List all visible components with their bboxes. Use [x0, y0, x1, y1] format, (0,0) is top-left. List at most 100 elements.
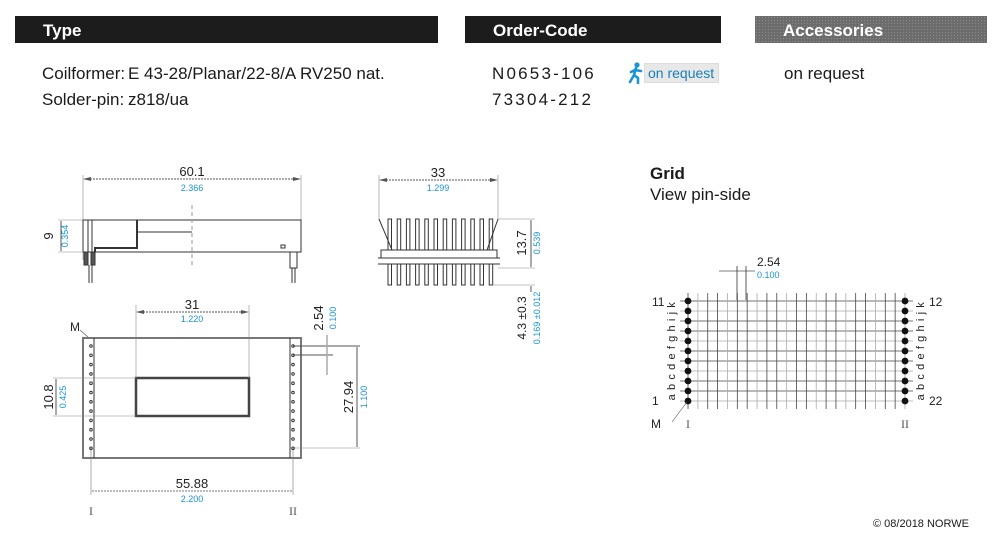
- fin-bottom: [461, 263, 466, 286]
- grid-pin-right: [901, 347, 909, 355]
- solderpin-label: Solder-pin:: [42, 90, 125, 109]
- fin-bottom: [433, 263, 438, 286]
- availability-badge[interactable]: on request: [628, 62, 720, 84]
- copyright: © 08/2018 NORWE: [873, 518, 969, 530]
- fin-top: [451, 218, 457, 251]
- grid-right-top-pin: 12: [929, 295, 943, 309]
- pin-span-in: 2.200: [181, 494, 204, 504]
- pin-span-mm: 55.88: [176, 476, 209, 491]
- grid-pin-right: [901, 307, 909, 315]
- fin-top: [461, 218, 466, 251]
- pin-hole-right: [291, 437, 295, 441]
- top-pitch-in: 0.100: [328, 307, 338, 330]
- pin-hole-right: [291, 409, 295, 413]
- pin-hole-right: [291, 390, 295, 395]
- order-code-header: Order-Code: [465, 16, 721, 43]
- fin-bottom: [424, 263, 429, 286]
- fin-bottom: [387, 263, 392, 286]
- grid-pin-left: [684, 397, 692, 405]
- coilformer-value: E 43-28/Planar/22-8/A RV250 nat.: [128, 64, 385, 83]
- end-width-in: 1.299: [427, 183, 450, 193]
- top-marker: M: [70, 320, 80, 334]
- grid-marker: M: [651, 417, 661, 431]
- grid-left-bottom-pin: 1: [652, 394, 659, 408]
- availability-label: on request: [644, 63, 720, 83]
- pin-hole-right: [291, 353, 295, 358]
- pin-hole-left: [89, 381, 93, 386]
- fin-bottom: [396, 263, 402, 286]
- fin-top: [396, 218, 402, 251]
- pin-hole-left: [89, 437, 93, 441]
- type-header: Type: [15, 16, 438, 43]
- fin-top: [405, 218, 411, 251]
- pin-hole-right: [291, 344, 295, 348]
- pin-hole-right: [291, 372, 295, 376]
- top-side-label-2: II: [289, 504, 297, 518]
- end-view: [378, 175, 535, 292]
- grid-subtitle: View pin-side: [650, 185, 751, 204]
- row-span-mm: 27.94: [341, 381, 356, 414]
- fin-bottom: [405, 263, 411, 286]
- grid-pin-right: [901, 397, 909, 405]
- fin-top: [415, 218, 420, 251]
- pin-hole-left: [89, 390, 93, 395]
- pin-hole-left: [89, 362, 93, 367]
- grid-pin-left: [684, 387, 692, 395]
- order-code-1: N0653-106: [492, 64, 596, 83]
- grid-pin-left: [684, 357, 692, 365]
- grid-pin-left: [684, 327, 692, 335]
- grid-right-bottom-pin: 22: [929, 394, 943, 408]
- fin-bottom: [470, 263, 475, 286]
- fin-bottom: [442, 263, 448, 286]
- pin-hole-right: [291, 400, 295, 404]
- side-height-mm: 9: [41, 232, 56, 239]
- grid-left-row-letters: a b c d e f g h i j k: [666, 302, 678, 401]
- side-view: [58, 175, 302, 283]
- coilformer-label: Coilformer:: [42, 64, 126, 83]
- row-span-in: 1.100: [359, 386, 369, 409]
- grid-pin-right: [901, 387, 909, 395]
- fin-top: [387, 218, 392, 251]
- pin-hole-left: [89, 372, 93, 376]
- running-person-icon: [628, 62, 643, 84]
- pin-hole-right: [291, 362, 295, 367]
- fin-bottom: [479, 263, 484, 286]
- grid-side-label-1: I: [686, 417, 690, 431]
- pin-grid: [671, 266, 913, 423]
- pin-hole-right: [291, 381, 295, 386]
- order-code-2: 73304-212: [492, 90, 594, 109]
- grid-side-label-2: II: [901, 417, 909, 431]
- pin-hole-left: [89, 446, 93, 451]
- grid-pin-left: [684, 377, 692, 385]
- pin-hole-right: [291, 446, 295, 451]
- pin-hole-left: [89, 353, 93, 358]
- fin-top: [433, 218, 438, 251]
- fin-top: [488, 218, 494, 251]
- top-side-label-1: I: [89, 504, 93, 518]
- end-pin-in: 0.169 ±0.012: [532, 292, 542, 344]
- grid-pin-right: [901, 337, 909, 345]
- top-pitch-mm: 2.54: [311, 305, 326, 330]
- fin-bottom: [451, 263, 457, 286]
- grid-pin-right: [901, 327, 909, 335]
- grid-right-row-letters: a b c d e f g h i j k: [915, 302, 927, 401]
- window-height-in: 0.425: [58, 386, 68, 409]
- top-view: [53, 305, 360, 495]
- type-header-label: Type: [43, 21, 82, 40]
- end-pin-mm: 4.3 ±0.3: [515, 296, 529, 340]
- end-width-mm: 33: [431, 165, 445, 180]
- grid-pin-left: [684, 367, 692, 375]
- fin-bottom: [415, 263, 420, 286]
- grid-pin-right: [901, 297, 909, 305]
- grid-pin-left: [684, 317, 692, 325]
- side-width-mm: 60.1: [179, 164, 204, 179]
- fin-top: [470, 218, 475, 251]
- fin-top: [424, 218, 429, 251]
- accessories-header-label: Accessories: [783, 21, 884, 40]
- pin-hole-right: [291, 427, 295, 432]
- side-width-in: 2.366: [181, 183, 204, 193]
- grid-pin-right: [901, 357, 909, 365]
- window-width-in: 1.220: [181, 314, 204, 324]
- grid-title: Grid: [650, 164, 685, 183]
- window-height-mm: 10.8: [41, 384, 56, 409]
